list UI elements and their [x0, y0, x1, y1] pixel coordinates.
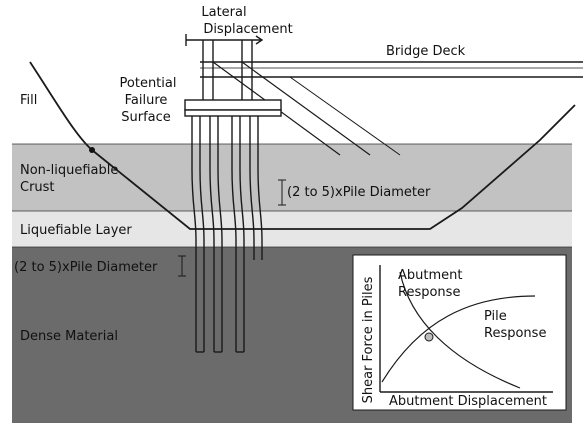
fill-label: Fill [20, 93, 37, 108]
crust-thickness-dimension [278, 179, 286, 206]
pile-1-right [199, 116, 205, 352]
fill-layer [12, 62, 572, 144]
crust-thickness-label: (2 to 5)xPile Diameter [287, 185, 431, 200]
pile-response-label-line1: Pile [484, 309, 507, 324]
abutment-response-label-line1: Abutment [398, 268, 462, 283]
pile-response-label-line2: Response [484, 326, 546, 341]
inset-background [352, 254, 567, 411]
pile-4-right [257, 116, 263, 260]
dense-material-label: Dense Material [20, 329, 118, 344]
pile-4-left [249, 116, 255, 260]
non-liquefiable-crust-layer [12, 144, 572, 211]
intersection-point [424, 332, 434, 342]
liquefiable-layer-label: Liquefiable Layer [20, 223, 132, 238]
abutment-response-label-line2: Response [398, 285, 460, 300]
abutment-response-curve [399, 271, 521, 389]
pile-2-right [217, 116, 223, 352]
pile-3-left [231, 116, 237, 352]
failure-surface-label-line3: Surface [121, 110, 171, 125]
embedment-depth-dimension [178, 255, 186, 277]
response-inset: Abutment Response Pile Response Shear Fo… [352, 254, 567, 411]
embedment-depth-label: (2 to 5)xPile Diameter [14, 260, 158, 275]
failure-surface-label-line2: Failure [125, 93, 168, 108]
lateral-displacement-label-line1: Lateral [201, 5, 246, 20]
pile-caps [184, 99, 282, 117]
crust-label-line1: Non-liquefiable [20, 163, 118, 178]
pile-2-left [209, 116, 215, 352]
lateral-displacement-label-line2: Displacement [203, 22, 292, 37]
bridge-deck-label: Bridge Deck [386, 44, 466, 59]
inset-x-axis-label: Abutment Displacement [389, 394, 547, 409]
fill-slope-line [29, 61, 576, 230]
pile-3-right [239, 116, 245, 352]
crust-label-line2: Crust [20, 180, 55, 195]
bridge-deck [200, 61, 583, 78]
pile-response-curve [381, 295, 536, 383]
failure-surface-point [89, 147, 95, 153]
inset-y-axis-label: Shear Force in Piles [361, 276, 376, 403]
failure-surface-label-line1: Potential [120, 76, 177, 91]
piles [191, 116, 263, 353]
lateral-displacement-arrow [185, 34, 264, 46]
pile-1-left [191, 116, 197, 352]
